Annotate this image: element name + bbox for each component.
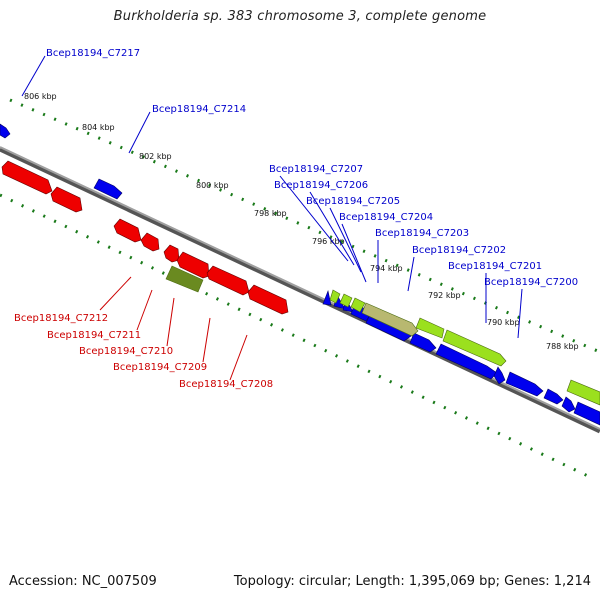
gene-reverse	[50, 186, 83, 213]
gene-reverse	[113, 218, 142, 243]
gene-reverse	[206, 265, 250, 296]
gene-reverse	[163, 244, 180, 263]
kbp-label: 800 kbp	[196, 181, 229, 190]
gene-label-forward[interactable]: Bcep18194_C7203	[375, 228, 469, 239]
gene-label-forward[interactable]: Bcep18194_C7201	[448, 261, 542, 272]
gene-forward	[505, 371, 544, 397]
gene-reverse	[247, 284, 289, 315]
gene-label-reverse[interactable]: Bcep18194_C7209	[113, 362, 207, 373]
gene-forward	[93, 178, 123, 200]
gene-forward	[561, 396, 576, 413]
gene-highlight	[442, 329, 507, 367]
gene-label-forward[interactable]: Bcep18194_C7200	[484, 277, 578, 288]
gene-forward	[0, 123, 11, 139]
gene-forward	[493, 366, 506, 385]
kbp-label: 802 kbp	[139, 152, 172, 161]
gene-label-forward[interactable]: Bcep18194_C7214	[152, 104, 246, 115]
accession-text: Accession: NC_007509	[9, 574, 157, 589]
gene-label-reverse[interactable]: Bcep18194_C7210	[79, 346, 173, 357]
gene-highlight	[361, 302, 419, 337]
gene-label-forward[interactable]: Bcep18194_C7217	[46, 48, 140, 59]
gene-highlight	[415, 317, 445, 339]
kbp-label: 794 kbp	[370, 264, 403, 273]
gene-forward	[543, 388, 564, 405]
highlighted-genes	[165, 265, 600, 406]
gene-highlight	[165, 265, 204, 293]
inner-tick-track	[0, 193, 591, 479]
kbp-label: 792 kbp	[428, 291, 461, 300]
kbp-label: 788 kbp	[546, 342, 579, 351]
gene-forward	[409, 332, 437, 353]
gene-label-forward[interactable]: Bcep18194_C7205	[306, 196, 400, 207]
gene-label-forward[interactable]: Bcep18194_C7206	[274, 180, 368, 191]
gene-forward	[573, 401, 600, 426]
reverse-leaders	[99, 276, 248, 381]
forward-label-group: Bcep18194_C7217 Bcep18194_C7214 Bcep1819…	[46, 48, 578, 288]
gene-reverse	[140, 232, 160, 252]
kbp-label: 806 kbp	[24, 92, 57, 101]
gene-reverse	[1, 160, 53, 195]
gene-highlight	[329, 289, 341, 304]
kbp-label: 790 kbp	[487, 318, 520, 327]
gene-label-forward[interactable]: Bcep18194_C7202	[412, 245, 506, 256]
gene-highlight	[350, 297, 366, 313]
gene-label-forward[interactable]: Bcep18194_C7207	[269, 164, 363, 175]
gene-label-forward[interactable]: Bcep18194_C7204	[339, 212, 433, 223]
gene-label-reverse[interactable]: Bcep18194_C7208	[179, 379, 273, 390]
genome-summary-text: Topology: circular; Length: 1,395,069 bp…	[233, 574, 591, 589]
reverse-label-group: Bcep18194_C7212 Bcep18194_C7211 Bcep1819…	[14, 313, 273, 390]
reverse-genes	[1, 160, 289, 315]
gene-label-reverse[interactable]: Bcep18194_C7212	[14, 313, 108, 324]
gene-highlight	[339, 293, 353, 308]
forward-leaders	[21, 55, 523, 339]
kbp-label: 796 kbp	[312, 237, 345, 246]
gene-forward	[322, 289, 332, 306]
map-title: Burkholderia sp. 383 chromosome 3, compl…	[113, 9, 487, 24]
kbp-label: 804 kbp	[82, 123, 115, 132]
gene-label-reverse[interactable]: Bcep18194_C7211	[47, 330, 141, 341]
gene-highlight	[566, 379, 600, 406]
gene-reverse	[176, 251, 210, 279]
backbone-shadow	[0, 146, 600, 434]
kbp-label: 798 kbp	[254, 209, 287, 218]
